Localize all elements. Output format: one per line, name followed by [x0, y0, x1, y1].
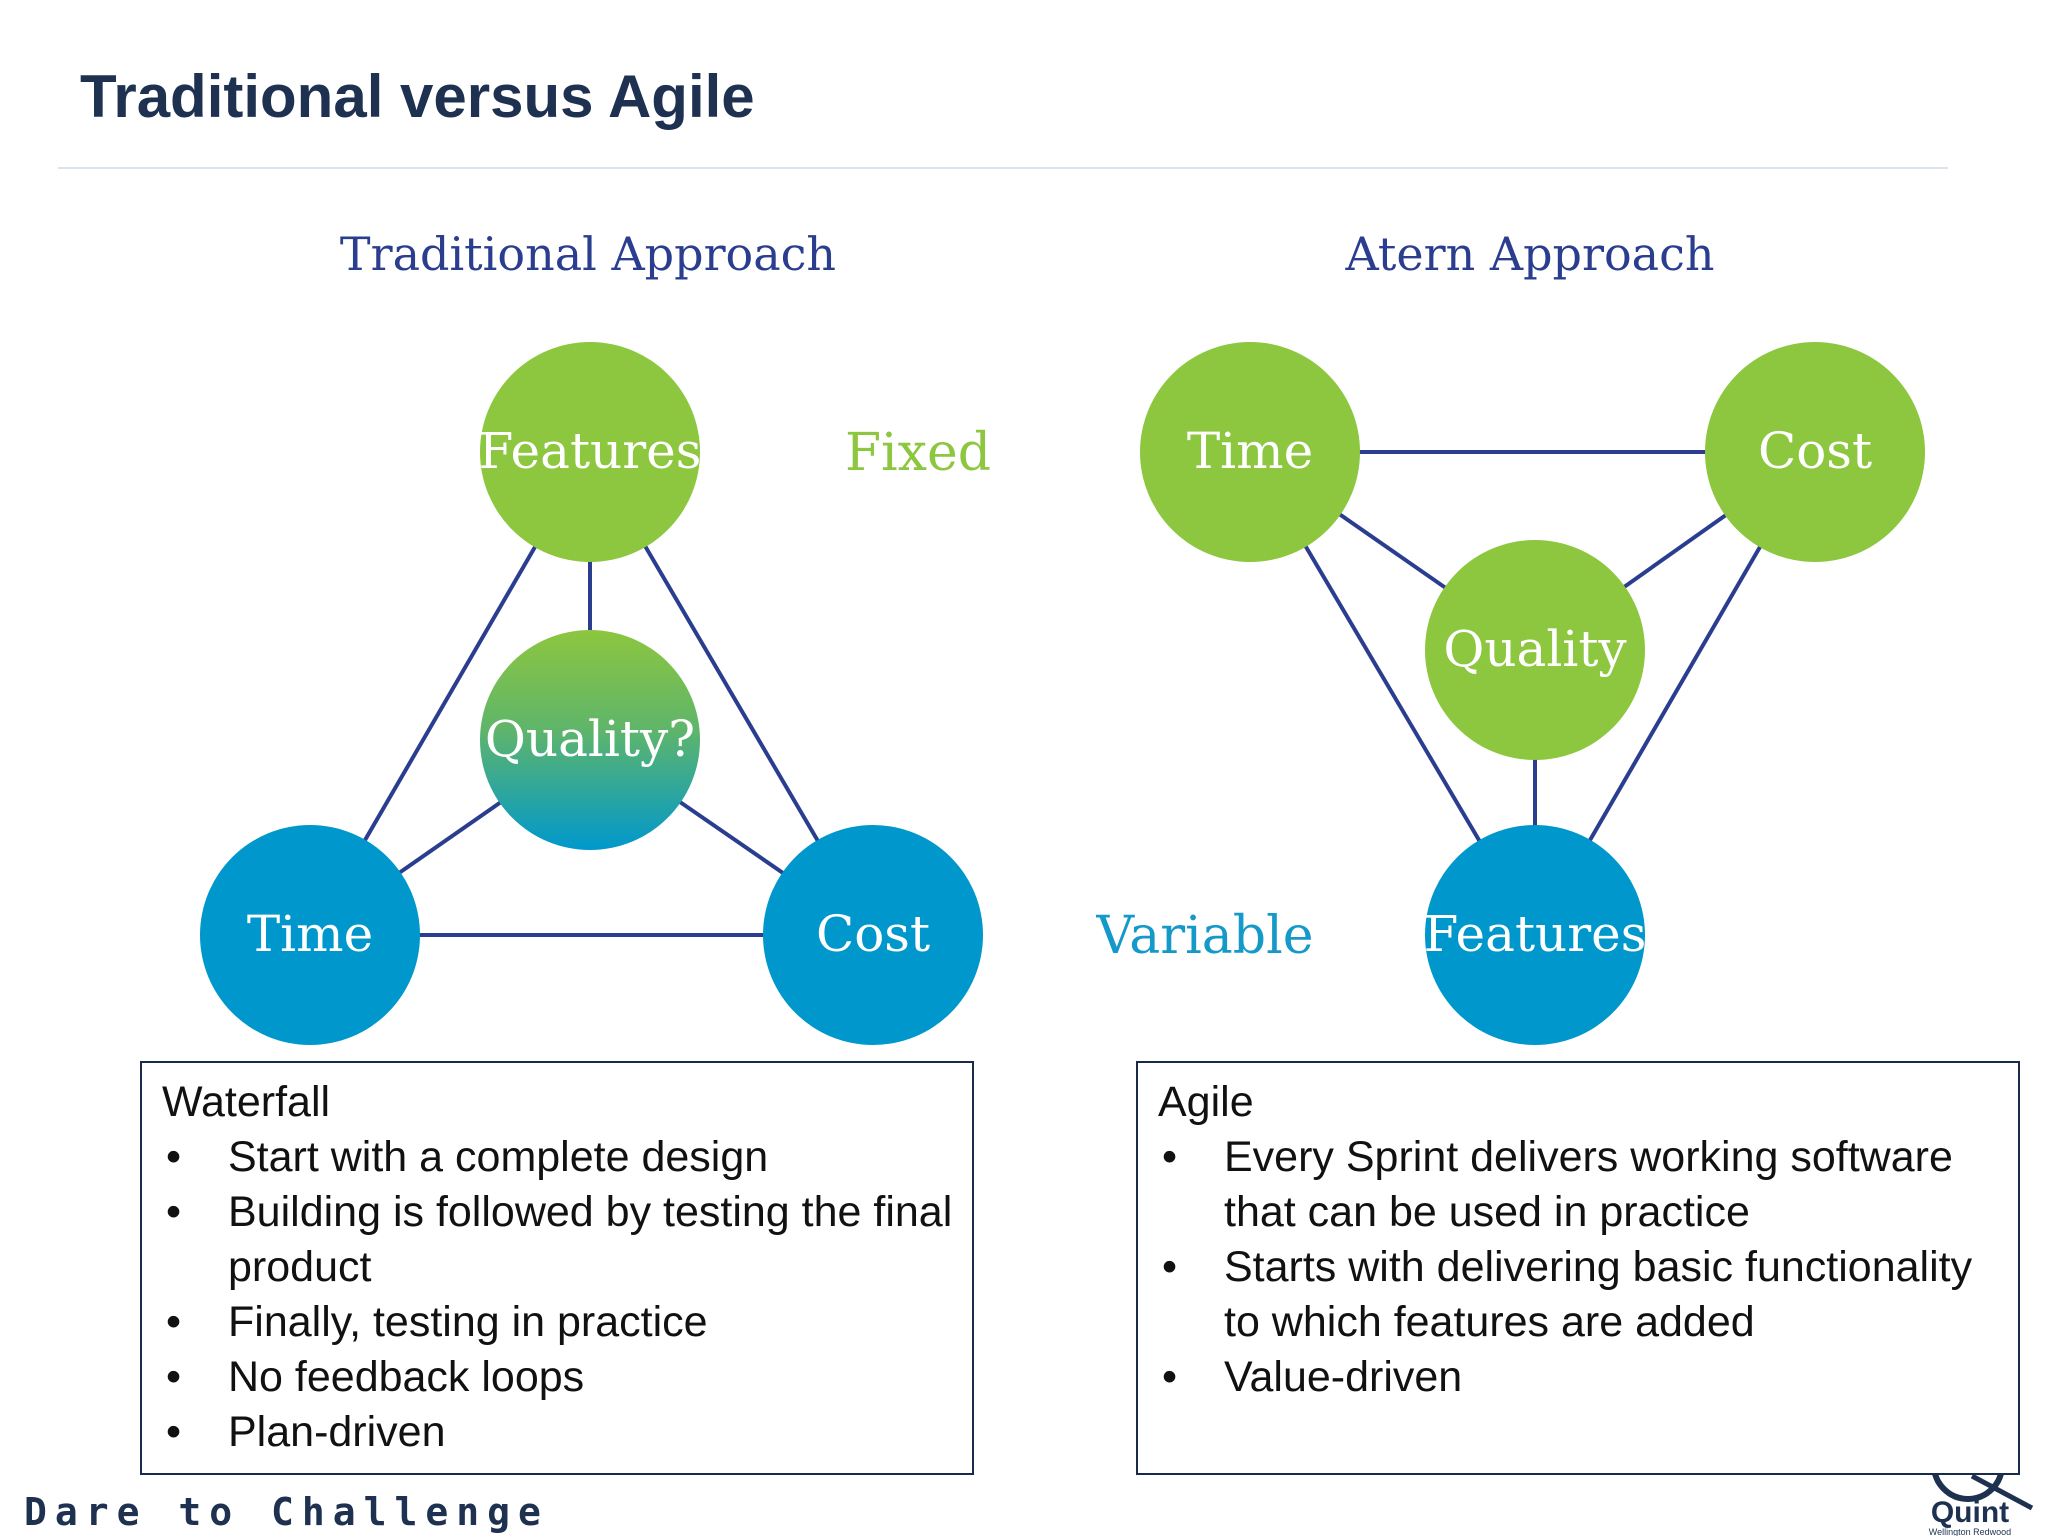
list-item: Finally, testing in practice [162, 1295, 956, 1350]
node-label: Features [479, 422, 702, 480]
node-label: Time [1187, 422, 1313, 480]
node-label: Cost [816, 905, 930, 963]
node-label: Cost [1758, 422, 1872, 480]
node-label: Time [247, 905, 373, 963]
atern-approach-heading: Atern Approach [1345, 227, 1715, 281]
agile-heading: Agile [1158, 1078, 1254, 1126]
node-label: Quality [1443, 620, 1627, 678]
waterfall-heading: Waterfall [162, 1078, 331, 1126]
list-item: Building is followed by testing the fina… [162, 1185, 956, 1295]
traditional-node-cost: Cost [763, 825, 983, 1045]
list-item: No feedback loops [162, 1350, 956, 1405]
list-item: Value-driven [1158, 1350, 2002, 1405]
page-title: Traditional versus Agile [80, 63, 755, 130]
agile-list: Every Sprint delivers working software t… [1158, 1130, 2002, 1405]
tagline: Dare to Challenge [24, 1490, 549, 1534]
atern-node-cost: Cost [1705, 342, 1925, 562]
traditional-node-quality: Quality? [480, 630, 700, 850]
traditional-node-time: Time [200, 825, 420, 1045]
variable-label: Variable [1096, 906, 1314, 966]
traditional-node-features: Features [479, 342, 702, 562]
atern-node-features: Features [1424, 825, 1647, 1045]
waterfall-list: Start with a complete design Building is… [162, 1130, 956, 1460]
atern-node-quality: Quality [1425, 540, 1645, 760]
list-item: Every Sprint delivers working software t… [1158, 1130, 2002, 1240]
logo-subtext: Wellington Redwood [1929, 1527, 2011, 1536]
logo-tail-icon [1970, 1473, 2034, 1511]
waterfall-box: Waterfall Start with a complete design B… [140, 1061, 974, 1475]
logo-text: Quint [1931, 1496, 2009, 1529]
fixed-label: Fixed [845, 423, 991, 483]
agile-box: Agile Every Sprint delivers working soft… [1136, 1061, 2020, 1475]
list-item: Plan-driven [162, 1405, 956, 1460]
atern-node-time: Time [1140, 342, 1360, 562]
node-label: Features [1424, 905, 1647, 963]
list-item: Start with a complete design [162, 1130, 956, 1185]
list-item: Starts with delivering basic functionali… [1158, 1240, 2002, 1350]
traditional-approach-heading: Traditional Approach [340, 227, 836, 281]
node-label: Quality? [485, 710, 695, 768]
